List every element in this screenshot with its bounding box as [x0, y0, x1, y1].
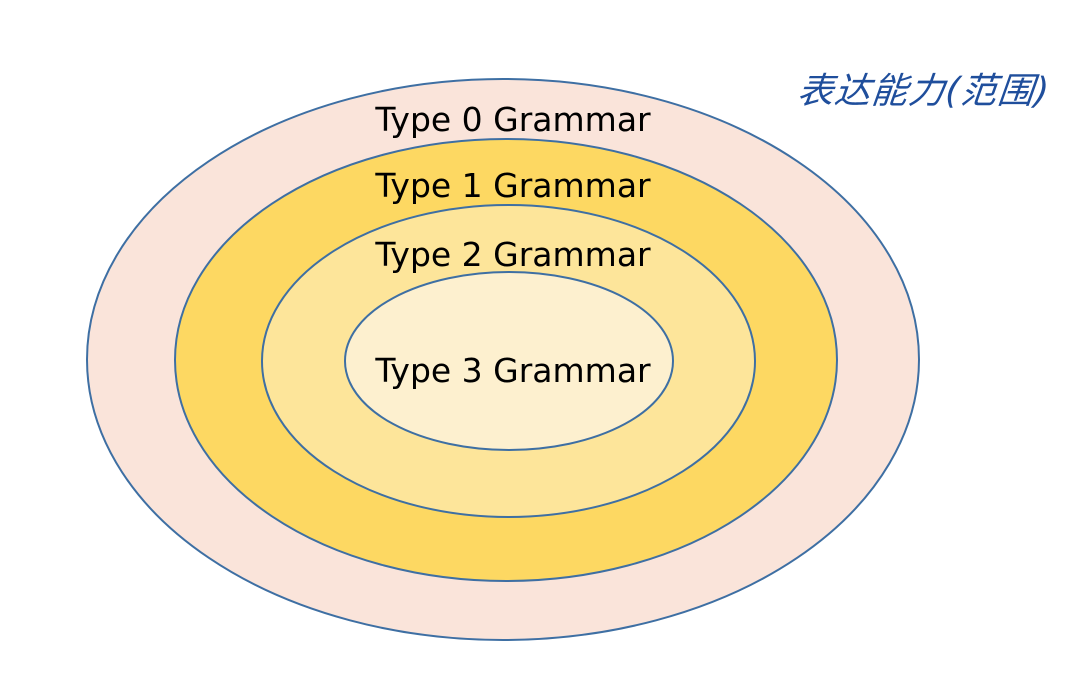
label-type-2: Type 2 Grammar	[374, 235, 651, 274]
label-type-1: Type 1 Grammar	[374, 166, 651, 205]
ellipse-type-3	[344, 271, 674, 451]
label-type-0: Type 0 Grammar	[374, 100, 651, 139]
label-type-3: Type 3 Grammar	[374, 351, 651, 390]
handwritten-annotation: 表达能力(范围)	[795, 71, 1052, 112]
layer-type-3	[344, 271, 674, 451]
